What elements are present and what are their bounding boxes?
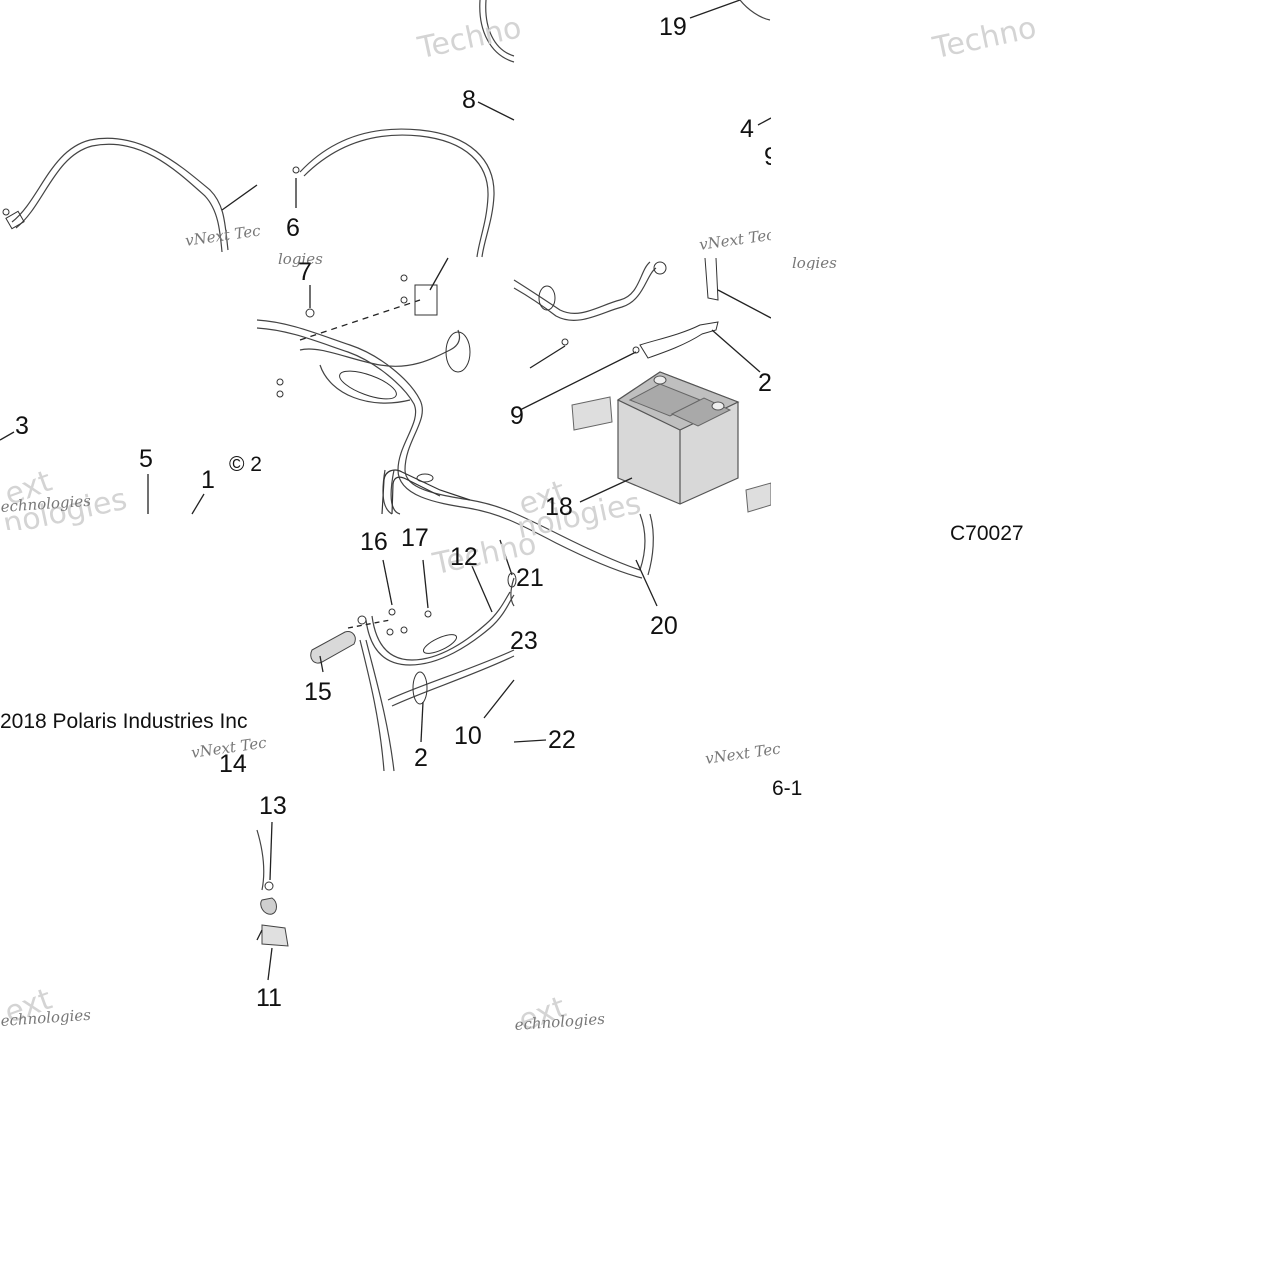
- leaders-top-right: [689, 0, 772, 126]
- callout-4: 4: [740, 115, 754, 143]
- wire-harness-top-left: [2, 137, 258, 253]
- watermark-logies-2: logies: [792, 254, 837, 272]
- tile-top-mid-right: [514, 0, 771, 257]
- callout-8: 8: [462, 86, 476, 114]
- lower-cable-assembly: [310, 539, 658, 772]
- blank-region-bottom-right: [810, 780, 1285, 1035]
- blank-region-right-top: [771, 60, 1285, 240]
- callout-22: 22: [548, 726, 576, 754]
- callout-2-battery: 2: [758, 369, 772, 397]
- leaders-left: [0, 431, 205, 515]
- wire-harness-top-mid: [292, 0, 515, 258]
- callout-15: 15: [304, 678, 332, 706]
- callout-17: 17: [401, 524, 429, 552]
- watermark-logies-1: logies: [278, 250, 323, 268]
- callout-5: 5: [139, 445, 153, 473]
- callout-1: 1: [201, 466, 215, 494]
- callout-11: 11: [256, 984, 282, 1012]
- callout-21: 21: [516, 564, 544, 592]
- page-ref-6-1: 6-1: [772, 777, 803, 800]
- blank-region-left-mid: [0, 530, 257, 700]
- copyright-text: 2018 Polaris Industries Inc: [0, 710, 248, 733]
- blank-region-right-mid: [771, 270, 1285, 510]
- callout-9-battery: 9: [510, 402, 524, 430]
- blank-region-left-lower: [0, 780, 250, 970]
- bracket-parts: [256, 821, 289, 981]
- callout-12: 12: [450, 543, 478, 571]
- callout-19: 19: [659, 13, 687, 41]
- callout-13: 13: [259, 792, 287, 820]
- frame-rail: [381, 469, 471, 515]
- blank-region-bottom-mid: [290, 780, 771, 980]
- callout-10: 10: [454, 722, 482, 750]
- diagram-code: C70027: [950, 522, 1024, 545]
- battery-assembly: [513, 257, 772, 513]
- blank-region-bottom: [0, 1035, 1285, 1285]
- copyright-fragment: © 2: [229, 453, 262, 476]
- callout-14: 14: [219, 750, 247, 778]
- callout-20: 20: [650, 612, 678, 640]
- callout-6: 6: [286, 214, 300, 242]
- tile-top-left: [0, 0, 257, 257]
- callout-2: 2: [414, 744, 428, 772]
- callout-23: 23: [510, 627, 538, 655]
- tile-top-mid-left: [257, 0, 514, 257]
- callout-16: 16: [360, 528, 388, 556]
- callout-7: 7: [298, 258, 312, 286]
- callout-18: 18: [545, 493, 573, 521]
- blank-region-right-lower: [771, 550, 1285, 740]
- callout-3: 3: [15, 412, 29, 440]
